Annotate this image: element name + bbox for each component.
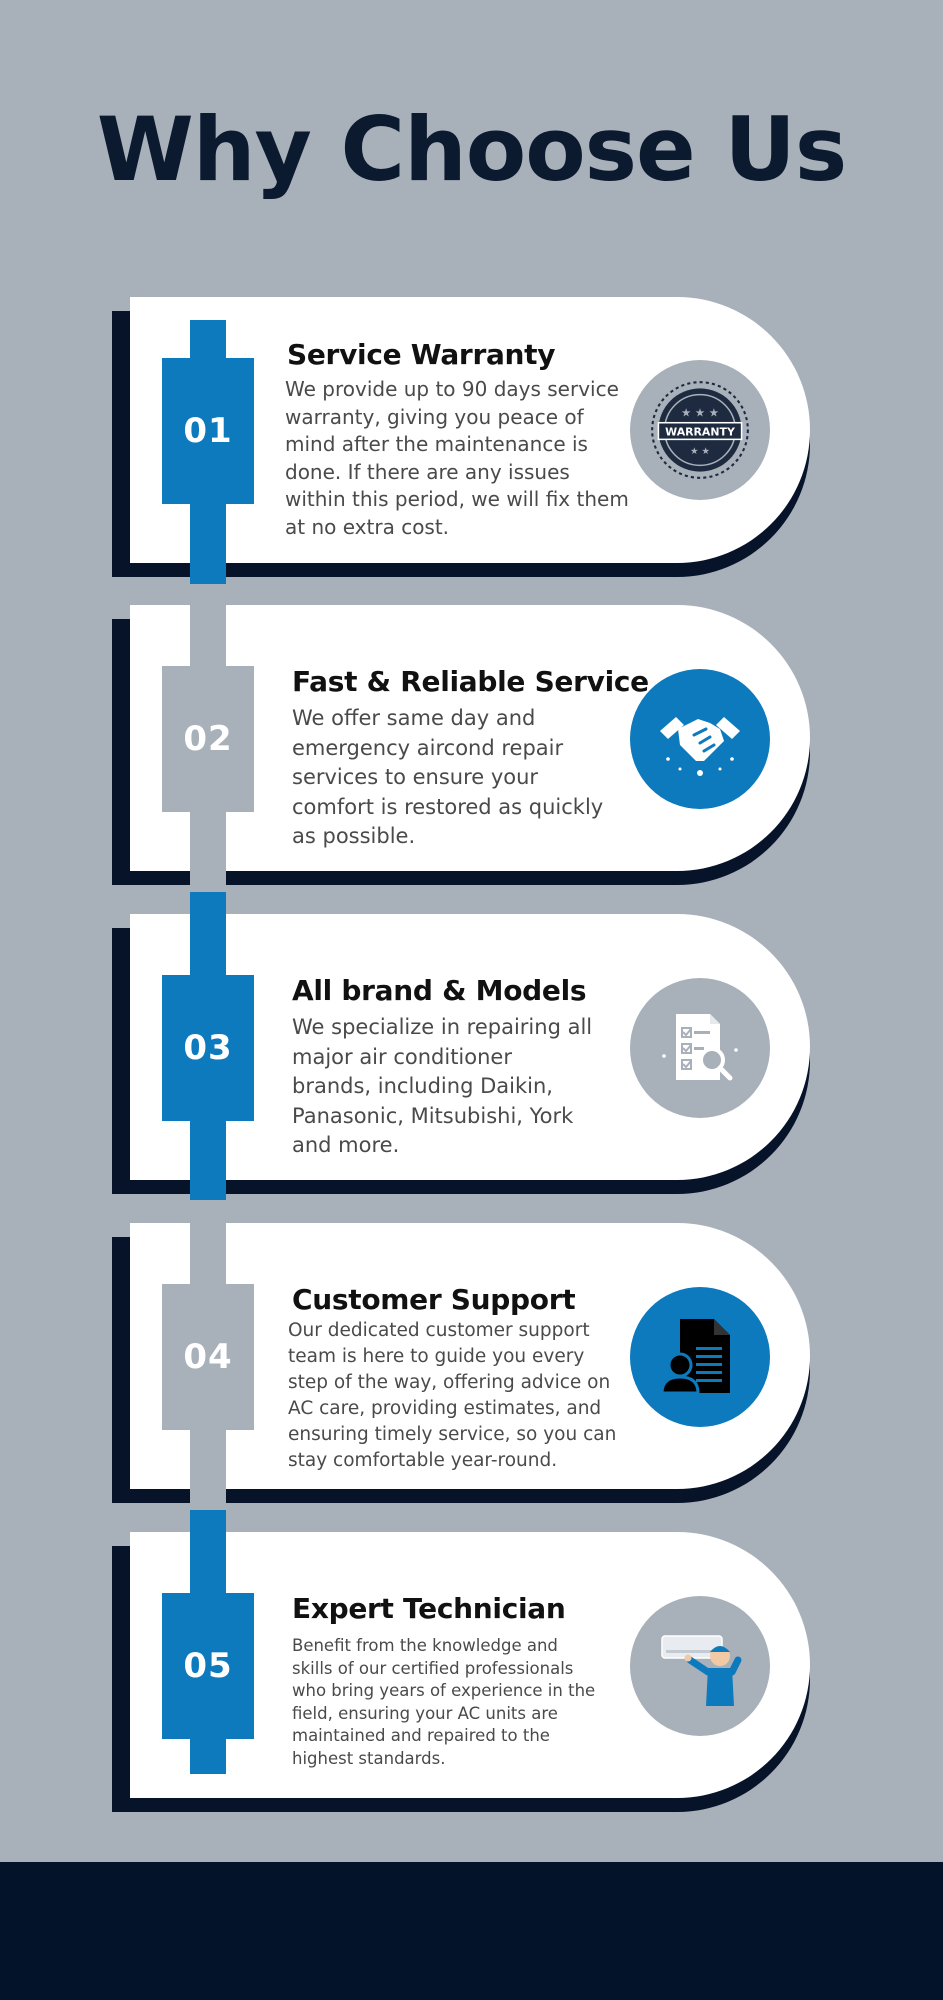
step-number-badge-1: 01: [162, 358, 254, 504]
card-heading: All brand & Models: [292, 974, 587, 1007]
card-description: We provide up to 90 days service warrant…: [285, 377, 629, 539]
card-description: We specialize in repairing all major air…: [292, 1015, 593, 1157]
step-number: 04: [183, 1337, 233, 1377]
technician-icon: [630, 1596, 770, 1736]
step-number-badge-4: 04: [162, 1284, 254, 1430]
card-heading: Customer Support: [292, 1283, 576, 1316]
step-number-badge-2: 02: [162, 666, 254, 812]
step-number: 03: [183, 1028, 233, 1068]
warranty-badge-text: WARRANTY: [665, 426, 735, 439]
support-document-icon: [630, 1287, 770, 1427]
card-description: Our dedicated customer support team is h…: [288, 1320, 617, 1471]
svg-text:★ ★: ★ ★: [690, 446, 710, 457]
checklist-magnifier-icon: [630, 978, 770, 1118]
step-number: 02: [183, 719, 233, 759]
svg-text:★ ★ ★: ★ ★ ★: [681, 405, 719, 419]
step-number-badge-5: 05: [162, 1593, 254, 1739]
page-title: Why Choose Us: [96, 98, 847, 201]
card-heading: Fast & Reliable Service: [292, 665, 649, 698]
warranty-badge-icon: WARRANTY ★ ★ ★ ★ ★: [630, 360, 770, 500]
card-heading: Expert Technician: [292, 1592, 566, 1625]
footer-band: [0, 1862, 943, 2000]
handshake-icon: [630, 669, 770, 809]
card-description: We offer same day and emergency aircond …: [292, 706, 604, 848]
step-number-badge-3: 03: [162, 975, 254, 1121]
step-number: 01: [183, 411, 233, 451]
card-description: Benefit from the knowledge and skills of…: [292, 1636, 596, 1768]
card-heading: Service Warranty: [287, 338, 556, 371]
step-number: 05: [183, 1646, 233, 1686]
